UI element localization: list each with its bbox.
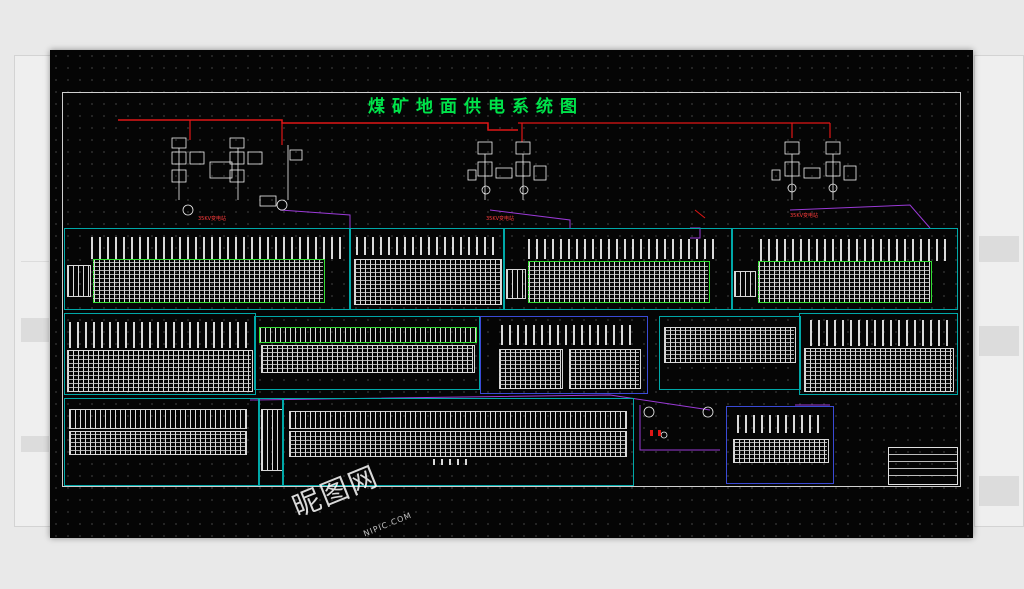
switchgear-panel-1 (64, 228, 351, 310)
meter-cluster (643, 406, 714, 439)
transformer-label-2: 35KV变电站 (486, 216, 515, 222)
ghost-preview-left (14, 55, 52, 527)
purple-link-3 (789, 204, 931, 229)
transformer-label-3: 35KV变电站 (790, 213, 819, 219)
drawing-title: 煤矿地面供电系统图 (368, 97, 584, 117)
control-panel-1 (64, 398, 260, 486)
drawing-title-block (888, 447, 958, 485)
wiring-layer (118, 119, 931, 451)
control-panel-4 (726, 406, 834, 484)
substation-schematic-2 (467, 141, 547, 200)
distribution-panel-1 (64, 313, 256, 395)
control-panel-2 (258, 398, 284, 486)
transformer-label-1: 35KV变电站 (198, 216, 227, 222)
red-drop-f (694, 209, 706, 219)
distribution-panel-4 (659, 316, 801, 390)
purple-link-2 (489, 209, 571, 228)
purple-link-1 (279, 209, 351, 228)
drawing-border (62, 92, 961, 487)
switchgear-panel-4 (731, 228, 958, 310)
substation-schematic-1 (171, 137, 303, 216)
distribution-panel-2 (254, 316, 480, 390)
switchgear-panel-3 (503, 228, 733, 310)
cad-drawing-canvas: 煤矿地面供电系统图 35KV变电站 35KV变电站 35KV变电站 (50, 50, 973, 538)
switchgear-panel-2 (349, 228, 505, 310)
red-bus-line (118, 119, 518, 131)
distribution-panel-5 (799, 313, 958, 395)
control-panel-3 (282, 398, 634, 486)
substation-schematic-3 (771, 141, 857, 200)
purple-link-6 (639, 405, 720, 451)
ghost-preview-right (974, 55, 1024, 527)
breaker-markers (650, 430, 661, 436)
distribution-panel-3 (480, 316, 648, 394)
